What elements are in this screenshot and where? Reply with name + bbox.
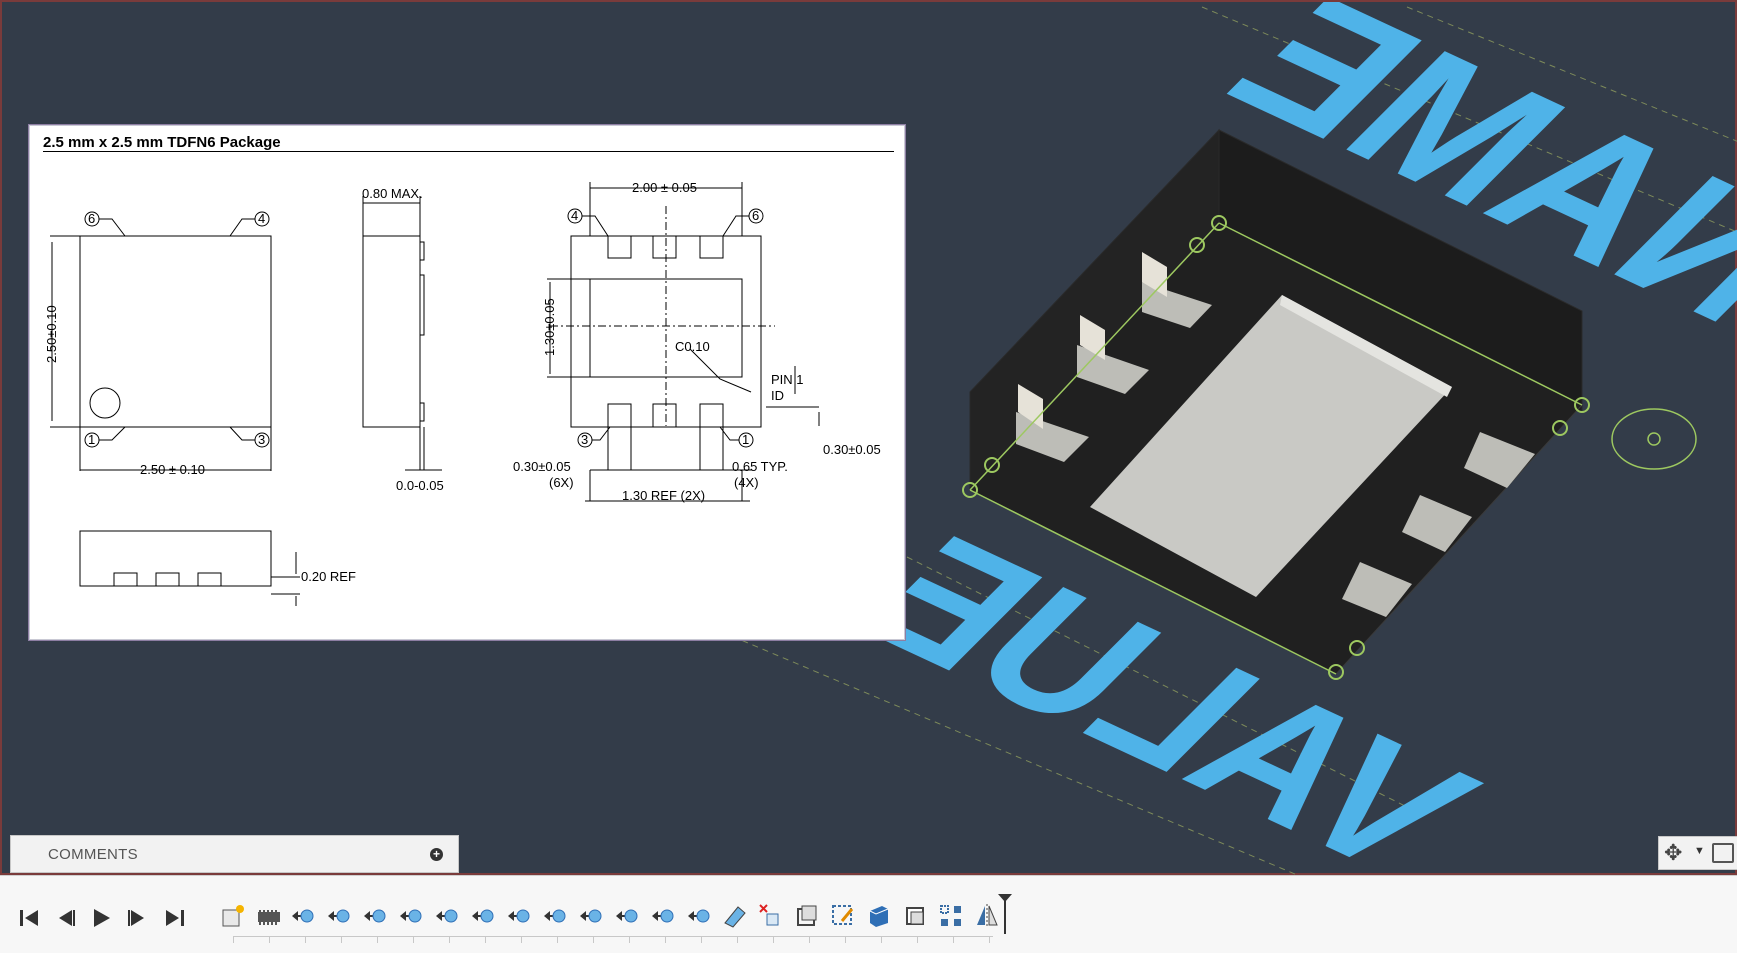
- orbit-icon[interactable]: ✥: [1664, 840, 1683, 865]
- timeline-tick: [593, 937, 594, 943]
- top-height-label: 2.50±0.10: [44, 305, 59, 363]
- timeline-tick: [917, 937, 918, 943]
- pin-4-bottom-callout: 4: [571, 208, 578, 223]
- camera-view-icon[interactable]: [1712, 843, 1734, 863]
- top-width-label: 2.50 ± 0.10: [140, 462, 205, 477]
- package-drawing-canvas[interactable]: 2.5 mm x 2.5 mm TDFN6 Package: [29, 125, 905, 640]
- side-standoff-label: 0.0-0.05: [396, 478, 444, 493]
- move-feature-icon[interactable]: [398, 903, 424, 929]
- new-component-icon[interactable]: [220, 903, 246, 929]
- pin-4-callout: 4: [258, 211, 265, 226]
- play-icon[interactable]: [87, 904, 115, 932]
- move-feature-icon[interactable]: [614, 903, 640, 929]
- chevron-down-icon[interactable]: ▼: [1694, 845, 1705, 857]
- timeline-tick: [449, 937, 450, 943]
- step-back-icon[interactable]: [51, 904, 79, 932]
- timeline-tick: [701, 937, 702, 943]
- plus-circle-icon[interactable]: +: [430, 848, 443, 861]
- comments-panel[interactable]: COMMENTS +: [10, 835, 459, 873]
- pad-width-label: 0.30±0.05: [513, 459, 571, 474]
- move-feature-icon[interactable]: [578, 903, 604, 929]
- move-feature-icon[interactable]: [326, 903, 352, 929]
- delete-body-icon[interactable]: [758, 903, 784, 929]
- mirror-icon[interactable]: [974, 903, 1000, 929]
- bottom-width-label: 2.00 ± 0.05: [632, 180, 697, 195]
- timeline-tick: [989, 937, 990, 943]
- timeline-tick: [737, 937, 738, 943]
- package-body[interactable]: [962, 128, 1590, 680]
- move-feature-icon[interactable]: [290, 903, 316, 929]
- pin-1-callout: 1: [88, 432, 95, 447]
- timeline-track: [233, 936, 993, 945]
- timeline-tick: [233, 937, 234, 943]
- timeline-tick: [377, 937, 378, 943]
- package-drawing: 6 4 1 3 4 6 3 1 2.50 ± 0.10 2.50±0.10 0.…: [44, 180, 881, 606]
- timeline-tick: [665, 937, 666, 943]
- pin1-id-label-2: ID: [771, 388, 784, 403]
- pin-6-bottom-callout: 6: [752, 208, 759, 223]
- timeline-tick: [773, 937, 774, 943]
- pin-3-bottom-callout: 3: [581, 432, 588, 447]
- move-feature-icon[interactable]: [434, 903, 460, 929]
- sketch-outline: [721, 6, 1737, 877]
- appearance-icon[interactable]: [722, 903, 748, 929]
- move-feature-icon[interactable]: [362, 903, 388, 929]
- extrude-icon[interactable]: [866, 903, 892, 929]
- step-forward-icon[interactable]: [124, 904, 152, 932]
- 3d-scene[interactable]: NAME VALUE: [2, 2, 1737, 877]
- timeline-tick: [413, 937, 414, 943]
- timeline-tick: [521, 937, 522, 943]
- side-height-label: 0.80 MAX.: [362, 186, 423, 201]
- navigation-toolbar[interactable]: ✥ ▼: [1658, 836, 1737, 870]
- timeline-bar[interactable]: [0, 875, 1737, 953]
- go-to-start-icon[interactable]: [15, 904, 43, 932]
- comments-label: COMMENTS: [48, 846, 138, 863]
- pattern-icon[interactable]: [938, 903, 964, 929]
- title-rule: [43, 151, 894, 152]
- 3d-viewport[interactable]: NAME VALUE: [0, 0, 1737, 877]
- timeline-marker[interactable]: [998, 894, 1012, 934]
- timeline-tick: [881, 937, 882, 943]
- timeline-tick: [305, 937, 306, 943]
- chamfer-label: C0.10: [675, 339, 710, 354]
- drawing-title: 2.5 mm x 2.5 mm TDFN6 Package: [43, 134, 281, 151]
- footprint-icon[interactable]: [256, 903, 282, 929]
- move-feature-icon[interactable]: [470, 903, 496, 929]
- pad-offset-label: 0.30±0.05: [823, 442, 881, 457]
- timeline-tick: [845, 937, 846, 943]
- pad-width-count-label: (6X): [549, 475, 574, 490]
- timeline-tick: [485, 937, 486, 943]
- pin-1-bottom-callout: 1: [742, 432, 749, 447]
- pitch-label: 0.65 TYP.: [732, 459, 788, 474]
- timeline-tick: [629, 937, 630, 943]
- sketch-edit-icon[interactable]: [830, 903, 856, 929]
- timeline-tick: [557, 937, 558, 943]
- pin1-id-label-1: PIN 1: [771, 372, 804, 387]
- end-ref-label: 0.20 REF: [301, 569, 356, 584]
- shell-icon[interactable]: [902, 903, 928, 929]
- origin-marker[interactable]: [1611, 408, 1697, 470]
- move-feature-icon[interactable]: [542, 903, 568, 929]
- offset-face-icon[interactable]: [794, 903, 820, 929]
- pitch-count-label: (4X): [734, 475, 759, 490]
- pad-height-label: 1.30±0.05: [542, 298, 557, 356]
- move-feature-icon[interactable]: [650, 903, 676, 929]
- pin-3-callout: 3: [258, 432, 265, 447]
- timeline-tick: [269, 937, 270, 943]
- move-feature-icon[interactable]: [506, 903, 532, 929]
- timeline-tick: [953, 937, 954, 943]
- timeline-tick: [809, 937, 810, 943]
- go-to-end-icon[interactable]: [161, 904, 189, 932]
- ref-span-label: 1.30 REF (2X): [622, 488, 705, 503]
- pin-6-callout: 6: [88, 211, 95, 226]
- timeline-tick: [341, 937, 342, 943]
- move-feature-icon[interactable]: [686, 903, 712, 929]
